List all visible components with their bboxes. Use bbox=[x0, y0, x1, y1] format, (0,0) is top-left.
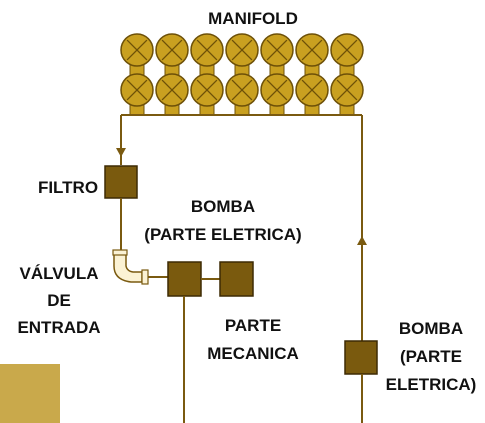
manifold-valve-cross bbox=[231, 79, 253, 101]
label-filtro: FILTRO bbox=[38, 178, 98, 197]
label-valvula-line2: DE bbox=[47, 291, 71, 310]
manifold-valve-cross bbox=[336, 39, 358, 61]
pump-mechanical-part bbox=[167, 261, 202, 297]
manifold-valve-cross bbox=[266, 79, 288, 101]
inlet-valve-elbow-icon bbox=[112, 249, 149, 285]
label-bomba-top-line2: (PARTE ELETRICA) bbox=[144, 225, 301, 244]
pump-electrical-part bbox=[219, 261, 254, 297]
filter-component bbox=[104, 165, 138, 199]
label-mecanica-line2: MECANICA bbox=[207, 344, 299, 363]
label-bomba-right-line2: (PARTE bbox=[400, 347, 462, 366]
manifold-valve-cross bbox=[231, 39, 253, 61]
manifold-valve-cross bbox=[301, 39, 323, 61]
color-swatch bbox=[0, 364, 60, 423]
manifold-title: MANIFOLD bbox=[208, 9, 298, 28]
manifold-valve-cross bbox=[301, 79, 323, 101]
manifold-valve-cross bbox=[161, 39, 183, 61]
flow-arrow-up bbox=[357, 236, 367, 245]
label-valvula-line3: ENTRADA bbox=[17, 318, 100, 337]
flow-arrow-down bbox=[116, 148, 126, 157]
manifold-valve-cross bbox=[266, 39, 288, 61]
manifold-valve-cross bbox=[336, 79, 358, 101]
manifold-valve-cross bbox=[196, 79, 218, 101]
manifold bbox=[120, 33, 364, 116]
label-bomba-top-line1: BOMBA bbox=[191, 197, 255, 216]
manifold-valve-cross bbox=[126, 39, 148, 61]
manifold-valve-cross bbox=[161, 79, 183, 101]
manifold-valve-cross bbox=[196, 39, 218, 61]
pump-right-component bbox=[344, 340, 378, 375]
label-bomba-right-line3: ELETRICA) bbox=[386, 375, 477, 394]
label-bomba-right-line1: BOMBA bbox=[399, 319, 463, 338]
label-mecanica-line1: PARTE bbox=[225, 316, 281, 335]
manifold-valve-cross bbox=[126, 79, 148, 101]
label-valvula-line1: VÁLVULA bbox=[19, 264, 98, 283]
